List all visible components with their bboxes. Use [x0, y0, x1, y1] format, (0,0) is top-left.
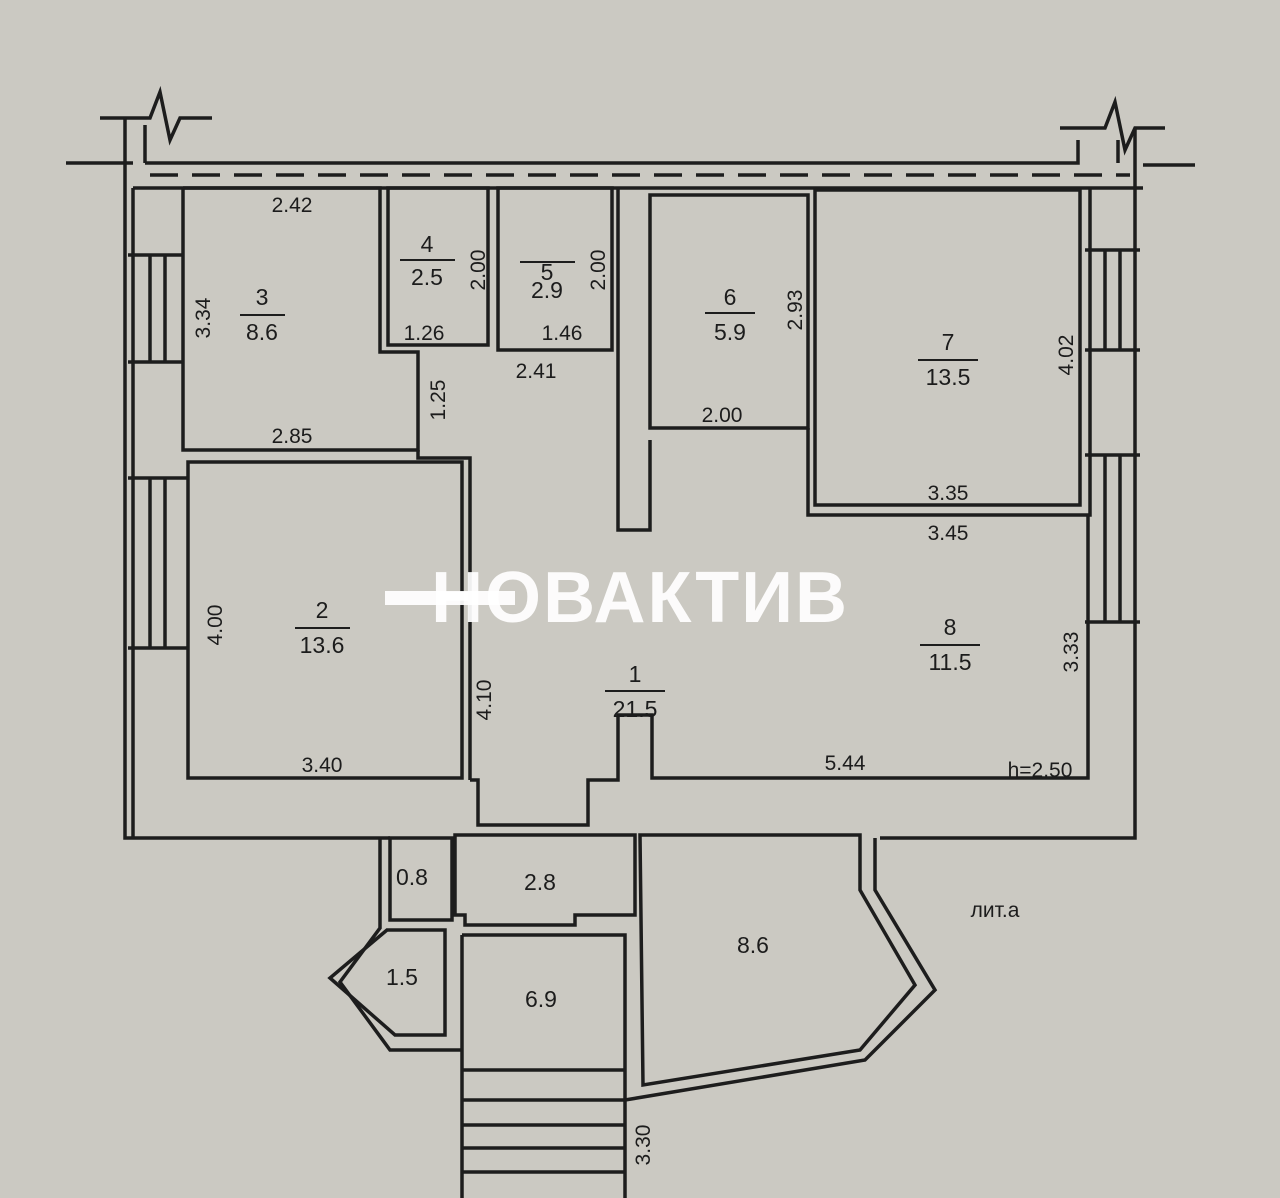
dimension: 4.10 — [473, 680, 496, 721]
room-8-number: 8 — [944, 614, 957, 640]
dimension: 4.00 — [204, 605, 227, 646]
dimension: 2.00 — [467, 250, 490, 291]
room-6-number: 6 — [724, 284, 737, 310]
room-1-number: 1 — [629, 661, 642, 687]
room-7-area: 13.5 — [926, 364, 971, 390]
dimension: 3.30 — [632, 1125, 655, 1166]
room-3-number: 3 — [256, 284, 269, 310]
dimension: 1.25 — [427, 380, 450, 421]
room-8-area: 11.5 — [928, 649, 971, 675]
annex-area: 8.6 — [737, 932, 769, 958]
ceiling-height: h=2.50 — [1008, 759, 1073, 782]
dimension: 2.42 — [272, 194, 313, 217]
room-3-area: 8.6 — [246, 319, 278, 345]
watermark-text: НОВАКТИВ — [431, 558, 849, 638]
annex-area: 1.5 — [386, 964, 418, 990]
dimension: 2.00 — [587, 250, 610, 291]
walls — [66, 85, 1195, 1198]
annex-area: 2.8 — [524, 869, 556, 895]
dimension: 3.35 — [928, 482, 969, 505]
annex-area: 6.9 — [525, 986, 557, 1012]
dimension: 2.41 — [516, 360, 557, 383]
room-2-area: 13.6 — [300, 632, 345, 658]
dimension: 5.44 — [825, 752, 866, 775]
dimension-labels: 2.42 3.34 2.85 2.00 1.26 2.00 1.46 2.41 … — [192, 194, 1083, 1165]
room-4-number: 4 — [421, 231, 434, 257]
room-6-area: 5.9 — [714, 319, 746, 345]
room-5-number: 5 — [541, 259, 554, 285]
dimension: 3.45 — [928, 522, 969, 545]
room-5-area: 2.9 — [531, 277, 563, 303]
dimension: 3.33 — [1060, 632, 1083, 673]
annex-label: лит.а — [971, 899, 1020, 922]
room-4-area: 2.5 — [411, 264, 443, 290]
dimension: 3.40 — [302, 754, 343, 777]
watermark: НОВАКТИВ — [385, 558, 849, 638]
dimension: 3.34 — [192, 297, 215, 338]
room-labels: 3 8.6 4 2.5 5 2.9 6 5.9 7 13.5 2 13.6 1 … — [240, 231, 980, 1012]
room-2-number: 2 — [316, 597, 329, 623]
dimension: 4.02 — [1055, 335, 1078, 376]
dimension: 1.26 — [404, 322, 445, 345]
dimension: 2.85 — [272, 425, 313, 448]
room-7-number: 7 — [942, 329, 955, 355]
room-1-area: 21.5 — [613, 696, 658, 722]
annex-area: 0.8 — [396, 864, 428, 890]
dimension: 2.93 — [784, 290, 807, 331]
dimension: 2.00 — [702, 404, 743, 427]
dimension: 1.46 — [542, 322, 583, 345]
